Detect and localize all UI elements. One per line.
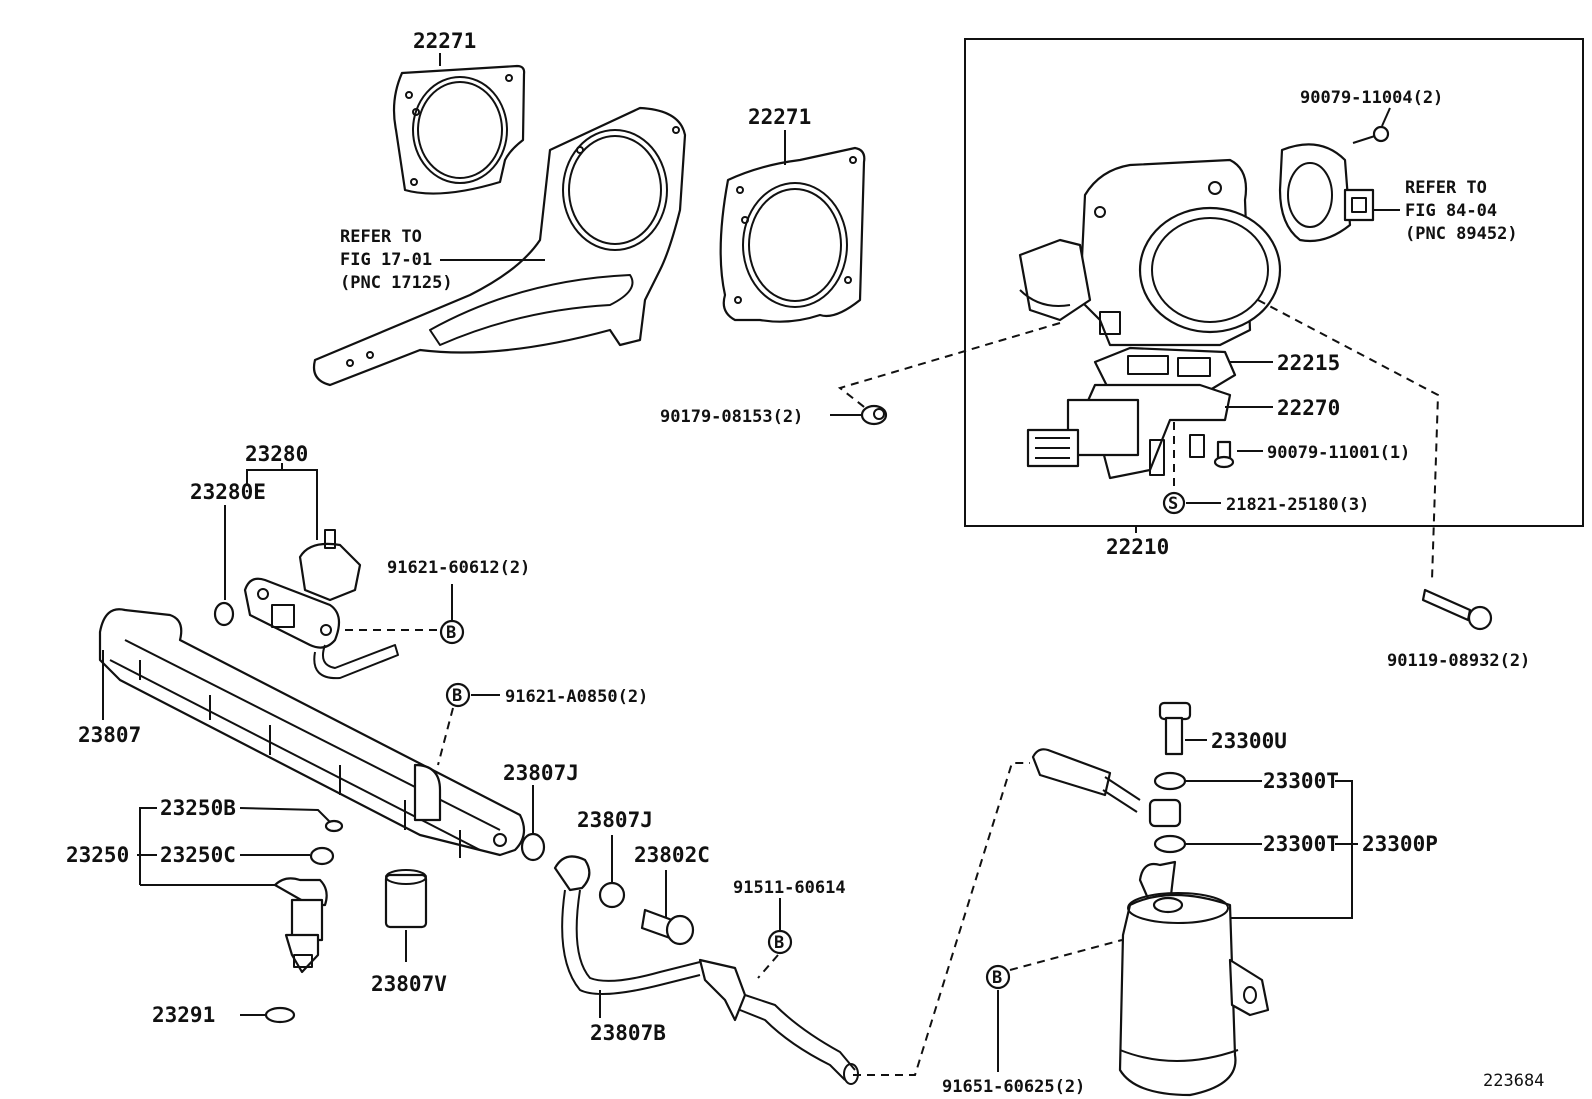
refer-fig-84-04-line3: (PNC 89452) [1405, 224, 1518, 244]
bolt-badge-b-3 [767, 929, 793, 955]
label-90079-11004: 90079-11004(2) [1300, 88, 1443, 108]
bolt-90119-08932 [1421, 588, 1493, 631]
label-23807B: 23807B [590, 1021, 666, 1045]
filter-inlet-hose [1031, 748, 1182, 828]
o-ring-23807J-a [520, 832, 546, 862]
label-22271-left: 22271 [413, 29, 476, 53]
gasket-23300T-b [1153, 834, 1187, 854]
bolt-badge-b-2 [445, 682, 471, 708]
tps-sensor [1278, 143, 1375, 243]
union-bolt-23300U [1158, 701, 1192, 756]
o-ring-23291 [264, 1006, 296, 1024]
fuel-injector [273, 877, 328, 974]
refer-fig-17-01-line3: (PNC 17125) [340, 273, 453, 293]
label-23300U: 23300U [1211, 729, 1287, 753]
badge-s-letter: S [1168, 494, 1178, 514]
screw-90079-11001 [1213, 440, 1235, 469]
label-91621-A0850: 91621-A0850(2) [505, 687, 648, 707]
gasket-22271-left [392, 64, 526, 195]
label-22215: 22215 [1277, 351, 1340, 375]
fuel-rail-23807 [98, 608, 526, 858]
label-23250C: 23250C [160, 843, 236, 867]
o-ring-23250C [309, 846, 335, 866]
refer-fig-84-04-line1: REFER TO [1405, 178, 1487, 198]
pressure-regulator [243, 529, 399, 680]
badge-b-letter-1: B [446, 623, 456, 643]
label-23300T-b: 23300T [1263, 832, 1339, 856]
fuel-hose-23807B [553, 855, 859, 1085]
label-91651-60625: 91651-60625(2) [942, 1077, 1085, 1097]
label-90079-11001: 90079-11001(1) [1267, 443, 1410, 463]
label-22210: 22210 [1106, 535, 1169, 559]
badge-b-letter-2: B [452, 686, 462, 706]
gasket-23300T-a [1153, 771, 1187, 791]
label-23807J-b: 23807J [577, 808, 653, 832]
clip-23250B [324, 819, 344, 833]
bolt-badge-b-1 [439, 619, 465, 645]
union-bolt-23802C [640, 908, 695, 946]
throttle-body [1018, 158, 1282, 347]
manifold-plate [312, 106, 687, 387]
filter-23807V [384, 869, 428, 929]
label-23300P: 23300P [1362, 832, 1438, 856]
label-23280E: 23280E [190, 480, 266, 504]
label-91511-60614: 91511-60614 [733, 878, 846, 898]
label-90179-08153: 90179-08153(2) [660, 407, 803, 427]
refer-fig-17-01-line2: FIG 17-01 [340, 250, 432, 270]
label-23807: 23807 [78, 723, 141, 747]
label-23250B: 23250B [160, 796, 236, 820]
refer-fig-84-04-line2: FIG 84-04 [1405, 201, 1497, 221]
label-23250: 23250 [66, 843, 129, 867]
refer-fig-17-01-line1: REFER TO [340, 227, 422, 247]
label-91621-60612: 91621-60612(2) [387, 558, 530, 578]
label-22271-right: 22271 [748, 105, 811, 129]
bolt-90179-08153 [860, 404, 888, 426]
screw-90079-11004 [1352, 125, 1390, 144]
label-23802C: 23802C [634, 843, 710, 867]
gasket-22271-right [719, 146, 866, 323]
o-ring-23280E [213, 601, 235, 627]
badge-b-letter-4: B [992, 968, 1002, 988]
fuel-filter [1118, 860, 1270, 1097]
label-23300T-a: 23300T [1263, 769, 1339, 793]
label-21821-25180: 21821-25180(3) [1226, 495, 1369, 515]
isc-valve-22270 [1026, 383, 1232, 480]
label-23291: 23291 [152, 1003, 215, 1027]
label-23280: 23280 [245, 442, 308, 466]
bolt-badge-b-4 [985, 964, 1011, 990]
label-23807J-a: 23807J [503, 761, 579, 785]
screw-badge-s [1162, 491, 1186, 515]
o-ring-23807J-b [598, 881, 626, 909]
figure-number: 223684 [1483, 1071, 1544, 1091]
label-23807V: 23807V [371, 972, 447, 996]
label-22270: 22270 [1277, 396, 1340, 420]
throttle-body-inset-box [964, 38, 1584, 527]
label-90119-08932: 90119-08932(2) [1387, 651, 1530, 671]
badge-b-letter-3: B [774, 933, 784, 953]
